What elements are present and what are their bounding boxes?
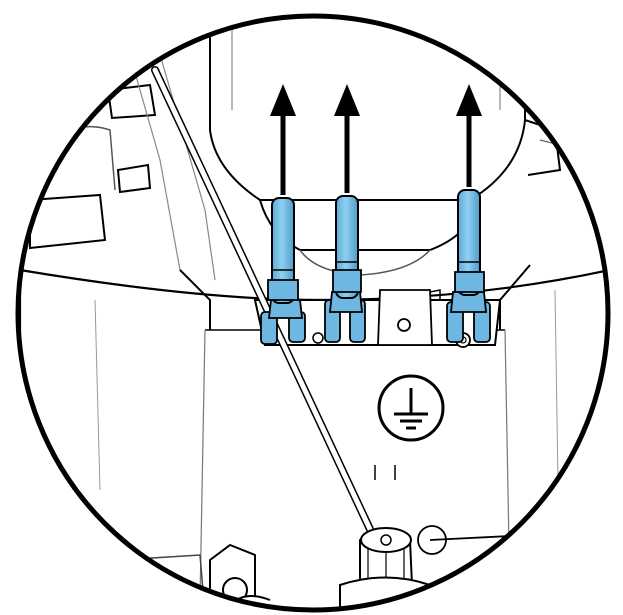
connector-middle[interactable] [324, 195, 366, 343]
magnifier-frame [15, 13, 611, 613]
arrow-up-icon [334, 84, 360, 193]
terminal-plate [253, 289, 502, 348]
connector-left[interactable] [260, 197, 306, 345]
arrow-up-icon [456, 84, 482, 187]
diagonal-cable [151, 66, 379, 544]
connector-right[interactable] [446, 189, 491, 343]
arrow-up-icon [270, 84, 296, 195]
protective-earth-ground-icon [377, 374, 445, 442]
